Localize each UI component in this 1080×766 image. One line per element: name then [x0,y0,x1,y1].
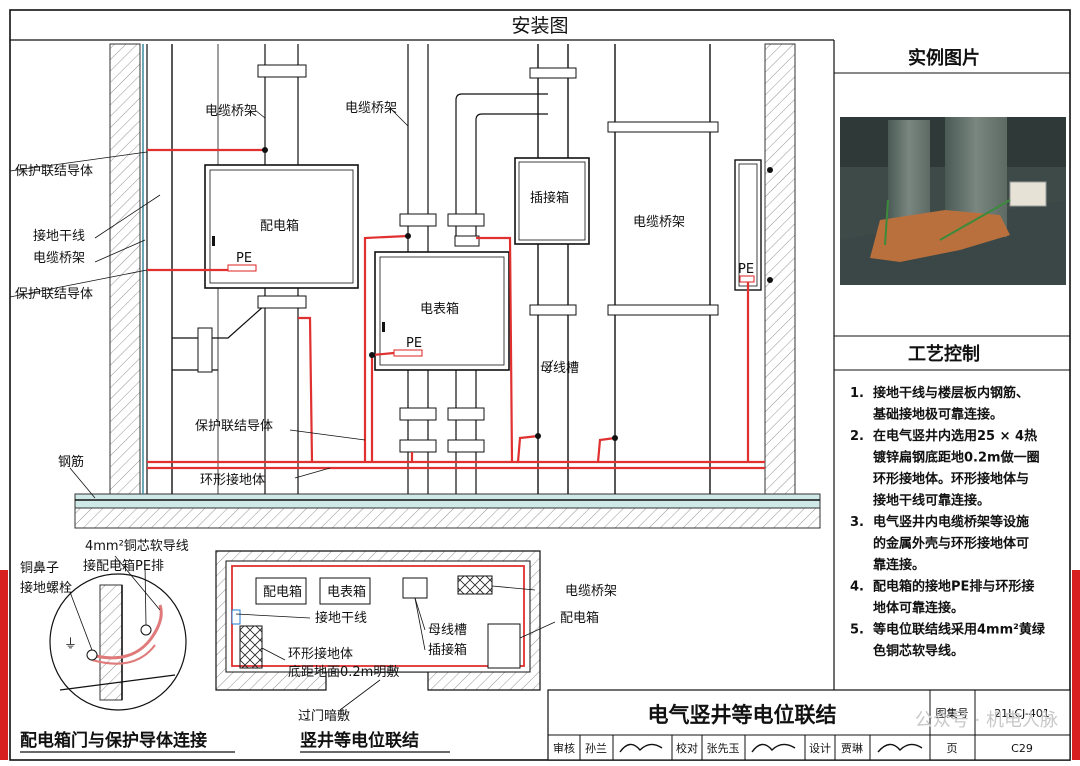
reviewer-signature [619,743,663,753]
label-pe-1: PE [236,251,252,266]
plan-label-meter-box: 电表箱 [327,584,366,600]
label-left-4: 保护联结导体 [15,287,93,302]
photo-panel-title: 实例图片 [908,47,980,69]
detail-label-bolt: 接地螺栓 [20,580,72,596]
note-line: 镀锌扁钢底距地0.2m做一圈 [873,450,1040,466]
right-red-bar [1072,570,1080,760]
designer-name: 贾琳 [841,741,863,755]
checker-signature [751,743,796,753]
note-line: 接地干线可靠连接。 [873,493,990,509]
note-number: 4. [850,580,864,595]
page-label: 页 [947,742,958,755]
designer-signature [877,743,923,753]
note-line: 在电气竖井内选用25 × 4热 [873,428,1037,444]
plan-title: 竖井等电位联结 [300,730,419,751]
plan-label-earth-trunk: 接地干线 [315,610,367,626]
note-number: 5. [850,623,864,638]
detail-label-lug: 铜鼻子 [20,560,59,576]
label-cable-tray-3: 电缆桥架 [633,214,685,230]
detail-label-pe: 接配电箱PE排 [83,558,164,574]
detail-label-wire: 4mm²铜芯软导线 [85,539,189,554]
label-distribution-box: 配电箱 [260,218,299,234]
note-line: 接地干线与楼层板内钢筋、 [873,385,1029,401]
page-number: C29 [1011,742,1033,755]
atlas-label: 图集号 [936,706,969,720]
note-line: 配电箱的接地PE排与环形接 [873,579,1034,595]
note-line: 的金属外壳与环形接地体可 [873,536,1029,552]
shaft-plan: 配电箱 电表箱 电缆桥架 配电箱 接地干线 母线槽 插接箱 环形接地体 底距地面… [215,550,617,753]
note-number: 3. [850,515,864,530]
note-line: 地体可靠连接。 [873,600,964,616]
plan-label-door: 过门暗敷 [298,709,350,724]
plan-label-cable-tray: 电缆桥架 [565,583,617,599]
detail-left-title: 配电箱门与保护导体连接 [20,730,207,751]
label-pe-3: PE [738,262,754,277]
note-line: 靠连接。 [873,557,925,573]
plan-label-ring-earth: 环形接地体 [288,646,353,662]
label-left-2: 接地干线 [33,228,85,244]
door-bonding-detail: ⏚ 4mm²铜芯软导线 铜鼻子 接配电箱PE排 接地螺栓 配电箱门与保护导体连接 [20,539,235,753]
note-line: 等电位联结线采用4mm²黄绿 [872,622,1046,638]
label-ring-earth: 环形接地体 [200,472,265,488]
example-photo [840,117,1066,285]
plan-label-dist-box: 配电箱 [263,584,302,600]
process-panel-title: 工艺控制 [908,343,980,365]
note-line: 基础接地极可靠连接。 [872,407,1003,423]
design-label: 设计 [809,742,831,755]
note-number: 2. [850,429,864,444]
plan-label-junction-box: 插接箱 [428,642,467,658]
label-busway: 母线槽 [540,361,579,376]
label-cable-tray-1: 电缆桥架 [205,103,257,119]
process-notes: 1. 接地干线与楼层板内钢筋、基础接地极可靠连接。 2. 在电气竖井内选用25 × 4… [850,385,1046,659]
note-line: 电气竖井内电缆桥架等设施 [873,514,1029,530]
watermark: 公众号 · 机电人脉 [915,710,1058,731]
junction-box [514,157,590,245]
label-junction-box: 插接箱 [530,190,569,206]
header-title: 安装图 [511,15,568,37]
shaft-elevation: 电缆桥架 电缆桥架 配电箱 PE 电表箱 PE 插接箱 电缆桥架 PE 母线槽 … [9,43,821,529]
label-left-3: 电缆桥架 [33,250,85,266]
label-rebar: 钢筋 [58,454,84,470]
check-label: 校对 [676,741,698,755]
atlas-number: 21LCJ-401 [994,707,1050,720]
plan-label-ring-height: 底距地面0.2m明敷 [288,664,399,680]
label-bond-conductor: 保护联结导体 [195,419,273,434]
plan-label-dist-box-2: 配电箱 [560,610,599,626]
note-line: 环形接地体。环形接地体与 [873,471,1029,487]
label-cable-tray-2: 电缆桥架 [345,100,397,116]
reviewer-name: 孙兰 [585,742,607,755]
svg-text:⏚: ⏚ [64,637,77,652]
left-red-bar [0,570,8,760]
title-block-title: 电气竖井等电位联结 [648,703,837,727]
note-number: 1. [850,386,864,401]
plan-label-busway: 母线槽 [428,623,467,638]
checker-name: 张先玉 [707,742,740,755]
label-pe-2: PE [406,336,422,351]
label-left-1: 保护联结导体 [15,164,93,179]
title-block: 电气竖井等电位联结 图集号 21LCJ-401 页 C29 审核 孙兰 校对 张… [547,689,1071,761]
label-meter-box: 电表箱 [420,301,459,317]
note-line: 色铜芯软导线。 [873,643,964,659]
review-label: 审核 [553,741,575,755]
